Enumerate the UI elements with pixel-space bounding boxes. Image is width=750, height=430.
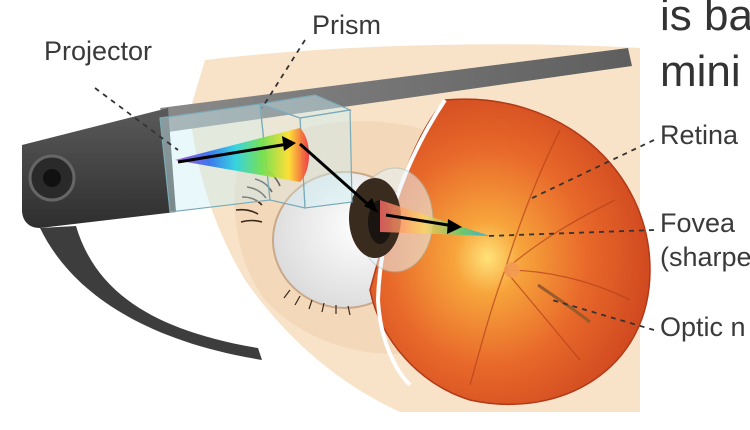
leader-fovea bbox=[487, 229, 655, 237]
heading-fragment-2: mini bbox=[660, 47, 741, 96]
retina-vessels bbox=[469, 129, 631, 386]
label-fovea: Fovea bbox=[660, 208, 736, 238]
label-prism: Prism bbox=[312, 10, 381, 40]
glasses-lower-arm bbox=[40, 226, 262, 360]
leader-optic bbox=[551, 299, 655, 331]
label-retina: Retina bbox=[660, 120, 739, 150]
label-fovea-note: (sharpe bbox=[660, 242, 750, 272]
prism-box bbox=[159, 94, 353, 213]
eye-beam bbox=[380, 200, 490, 236]
light-path-arrows bbox=[177, 142, 455, 228]
label-optic-nerve: Optic n bbox=[660, 312, 746, 342]
leader-projector bbox=[94, 87, 179, 151]
lower-lashes bbox=[283, 289, 351, 316]
glasses-arm bbox=[160, 48, 632, 132]
optic-disc bbox=[504, 262, 520, 278]
heading-fragment-1: is ba bbox=[660, 0, 750, 40]
leader-lines bbox=[94, 39, 655, 331]
arrow-heads bbox=[282, 136, 462, 234]
camera-lens-inner bbox=[43, 169, 61, 187]
leader-retina bbox=[527, 139, 655, 201]
projector-beam bbox=[175, 128, 309, 182]
label-projector: Projector bbox=[44, 36, 153, 66]
eyeball-cut-edge bbox=[375, 98, 447, 387]
leader-prism bbox=[261, 39, 306, 109]
